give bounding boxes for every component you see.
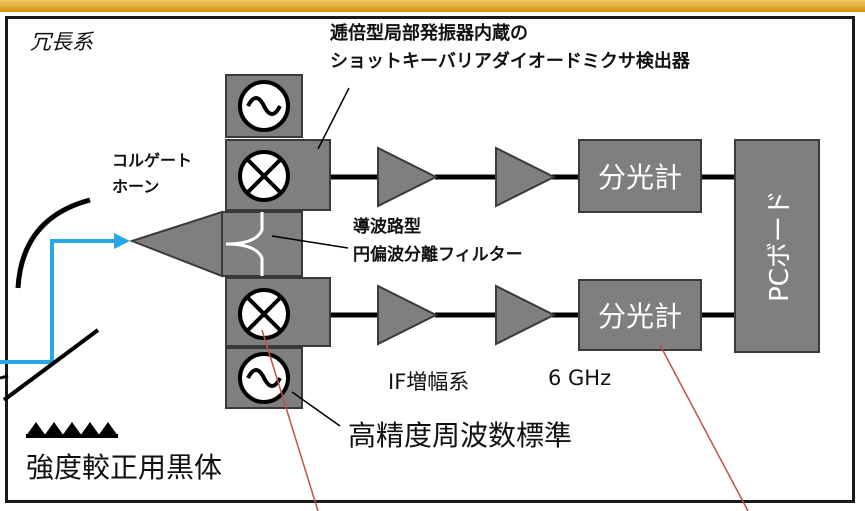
signal-lines	[330, 174, 735, 318]
if-amp-label: IF増幅系	[388, 370, 470, 394]
leader-lines	[271, 87, 350, 427]
curved-mirror-icon	[15, 197, 91, 289]
amplifier-top-1-icon	[377, 146, 439, 208]
if-frequency-label: 6 GHz	[548, 366, 612, 390]
blackbody-icon	[26, 422, 118, 438]
spectrometer-lower-label: 分光計	[597, 300, 682, 333]
top-banner	[0, 0, 865, 12]
amplifier-bottom-1-icon	[377, 284, 439, 346]
redundant-label: 冗長系	[30, 30, 93, 54]
horn-label-line2: ホーン	[112, 177, 160, 196]
pc-board-label: PCボード	[764, 190, 795, 302]
frequency-standard-label: 高精度周波数標準	[348, 419, 573, 452]
beam-arrow-icon	[114, 233, 130, 249]
local-oscillator-bottom-icon	[225, 347, 303, 409]
spectrometer-lower-box	[578, 279, 702, 351]
horn-label-line1: コルゲート	[112, 151, 193, 170]
diagram-frame	[5, 16, 855, 503]
mixer-title-line1: 逓倍型局部発振器内蔵の	[330, 23, 528, 44]
filter-label-line1: 導波路型	[353, 217, 421, 237]
polarization-filter-icon	[221, 211, 303, 277]
mixer-top-icon	[225, 139, 331, 211]
small-mark-icon	[0, 374, 9, 380]
mixer-title-line2: ショットキーバリアダイオードミクサ検出器	[330, 51, 690, 72]
amplifier-bottom-2-icon	[495, 284, 557, 346]
mixer-bottom-icon	[225, 277, 331, 347]
corrugated-horn-icon	[129, 210, 223, 278]
blackbody-label: 強度較正用黒体	[26, 451, 223, 484]
callout-lines	[261, 329, 749, 511]
pc-board-box	[734, 139, 820, 353]
spectrometer-upper-label: 分光計	[597, 161, 682, 194]
local-oscillator-top-icon	[225, 74, 303, 138]
spectrometer-upper-box	[578, 139, 702, 213]
filter-label-line2: 円偏波分離フィルター	[353, 245, 523, 265]
flat-mirror-icon	[2, 328, 100, 402]
amplifier-top-2-icon	[495, 146, 557, 208]
beam-path	[0, 239, 118, 364]
